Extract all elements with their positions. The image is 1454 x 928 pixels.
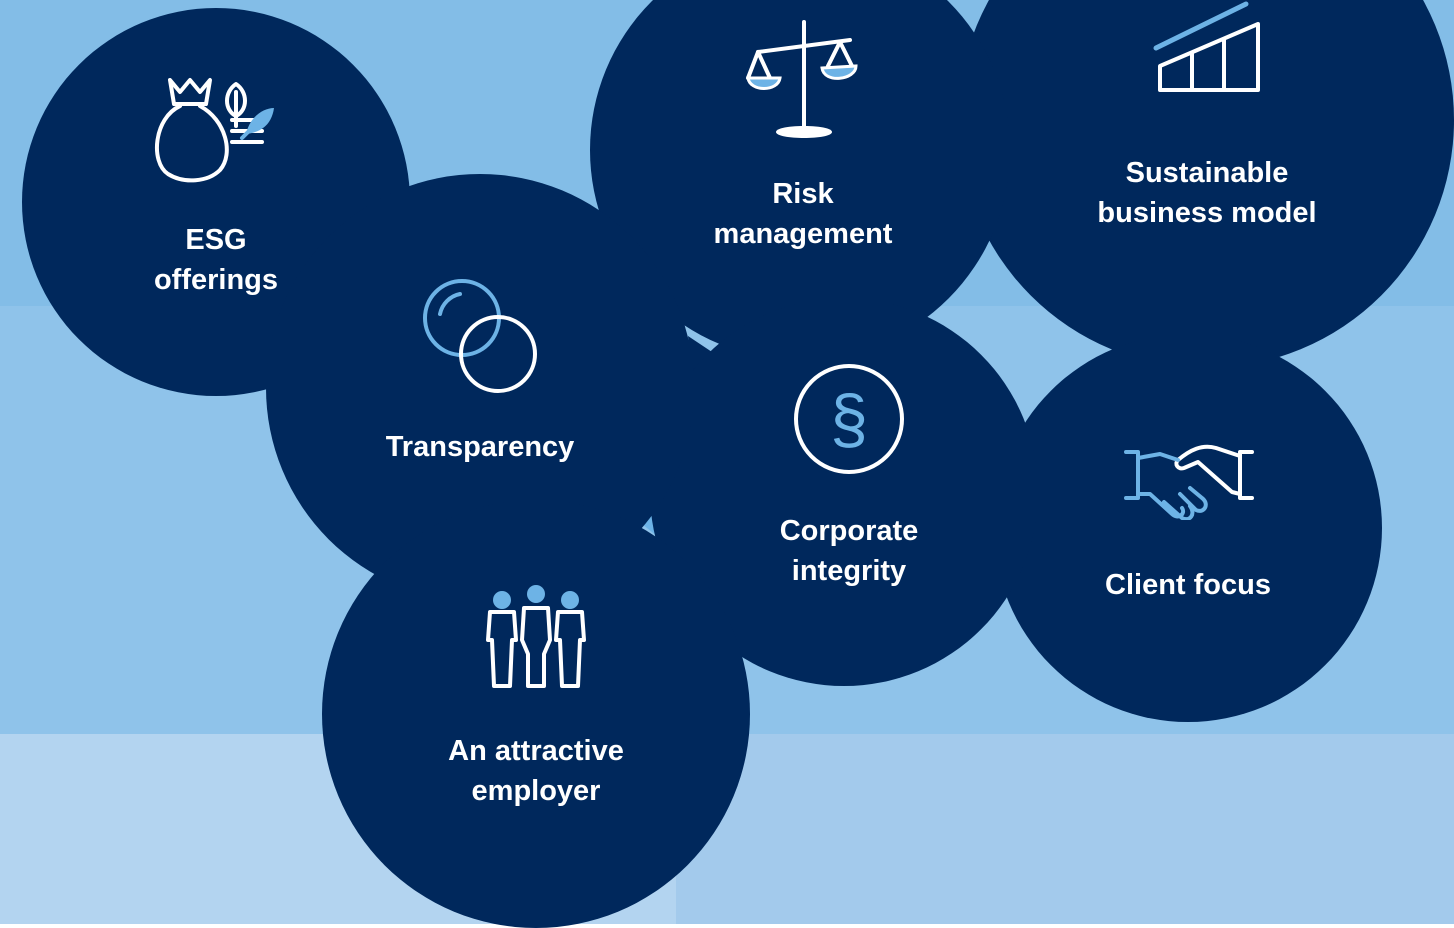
- esg-offerings-line-1: ESG: [185, 224, 247, 256]
- transparency-line-1: Transparency: [385, 431, 575, 463]
- node-attractive-employer: [322, 500, 750, 928]
- risk-line-2: management: [713, 218, 893, 250]
- attractive-employer-label: An attractive employer: [448, 731, 624, 811]
- sustainable-line-1: Sustainable: [1125, 157, 1289, 189]
- risk-management-label: Risk management: [714, 174, 893, 254]
- background-bottom-right: [676, 734, 1454, 924]
- overlapping-circles-icon: [423, 279, 537, 393]
- handshake-icon: [1124, 444, 1254, 520]
- employer-line-1: An attractive: [448, 735, 624, 767]
- integrity-line-2: integrity: [791, 555, 907, 587]
- section-sign-glyph: §: [830, 381, 868, 457]
- integrity-line-1: Corporate: [779, 515, 919, 547]
- esg-offerings-label: ESG offerings: [154, 220, 278, 300]
- corporate-integrity-label: Corporate integrity: [780, 511, 919, 591]
- people-group-icon: [486, 585, 586, 688]
- risk-line-1: Risk: [772, 178, 834, 210]
- section-sign-icon: §: [794, 364, 904, 474]
- client-focus-label: Client focus: [1105, 565, 1271, 605]
- client-line-1: Client focus: [1105, 569, 1271, 601]
- transparency-label: Transparency: [386, 427, 575, 467]
- esg-offerings-line-2: offerings: [153, 264, 279, 296]
- node-client-focus: [994, 334, 1382, 722]
- scales-icon: [746, 20, 858, 138]
- money-bag-leaf-icon: [154, 78, 274, 183]
- sustainable-line-2: business model: [1097, 197, 1317, 229]
- employer-line-2: employer: [471, 775, 601, 807]
- growth-chart-icon: [1153, 1, 1260, 92]
- sustainable-business-model-label: Sustainable business model: [1097, 153, 1316, 233]
